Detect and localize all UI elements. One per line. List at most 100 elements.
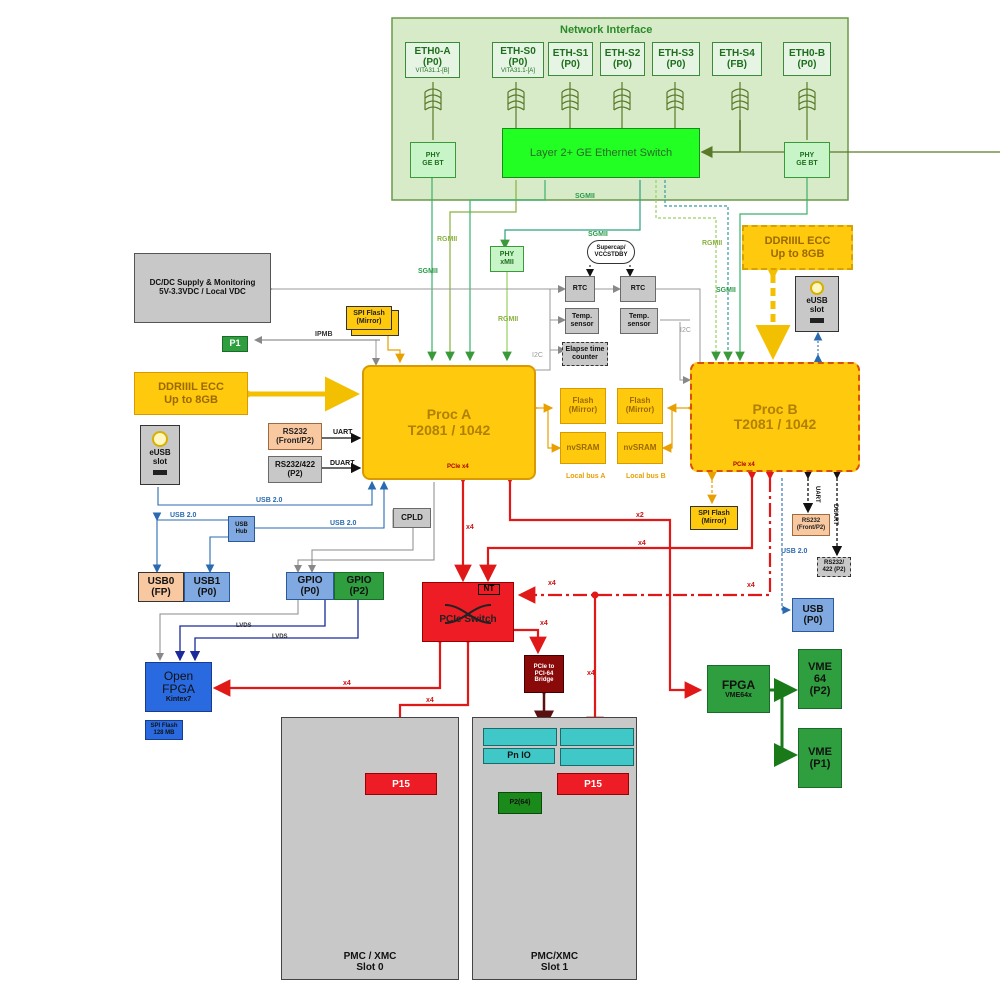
flash-label: (Mirror)	[356, 318, 382, 325]
usb0-connector: USB0(FP)	[138, 572, 184, 602]
label-sgmii: SGMII	[418, 268, 438, 275]
port-standard: VITA31.1-[A]	[501, 67, 535, 74]
hub-label: Hub	[235, 529, 248, 535]
rtc-b: RTC	[620, 276, 656, 302]
phy-type: GE BT	[422, 160, 444, 167]
flash-label: 128 MB	[153, 730, 175, 736]
temp-label: sensor	[570, 321, 594, 328]
vme-label: 64	[813, 672, 827, 685]
vme-label: (P2)	[809, 685, 831, 698]
switch-cross-icon	[444, 604, 492, 624]
gpio-label: (P0)	[300, 586, 320, 597]
rs232-label: RS232	[282, 426, 308, 436]
local-bus-b-label: Local bus B	[626, 473, 666, 480]
fpga-label: VME64x	[725, 691, 752, 699]
label-usb20: USB 2.0	[781, 548, 808, 555]
label-lvds: LVDS	[272, 634, 288, 640]
nvsram-a: nvSRAM	[560, 432, 606, 464]
label-x4: x4	[426, 697, 434, 704]
vme-label: VME	[808, 660, 832, 673]
cpld-label: CPLD	[401, 512, 423, 522]
port-connector: (P0)	[797, 59, 817, 70]
flash-label: SPI Flash	[698, 510, 730, 518]
ddr-label: Up to 8GB	[770, 247, 825, 260]
port-name: ETH0-B	[788, 48, 826, 59]
p2-64-connector: P2(64)	[498, 792, 542, 814]
pmc-connector	[560, 748, 634, 766]
nvsram-label: nvSRAM	[623, 442, 657, 452]
switch-label: Layer 2+ GE Ethernet Switch	[529, 146, 673, 159]
port-name: ETH-S4	[719, 48, 755, 59]
ddr-label: DDRIIIL ECC	[764, 235, 831, 248]
usb-label: (P0)	[803, 615, 823, 626]
p15-connector-slot1: P15	[557, 773, 629, 795]
port-name: ETH0-A	[414, 45, 451, 57]
rs232-422-a: RS232/422(P2)	[268, 456, 322, 483]
label-sgmii: SGMII	[716, 287, 736, 294]
label-i2c: I2C	[532, 352, 543, 359]
gpio-p2: GPIO(P2)	[334, 572, 384, 600]
label-uart: UART	[333, 429, 353, 436]
label-x4: x4	[548, 580, 556, 587]
phy-xmii: PHY xMII	[490, 246, 524, 272]
vme64-p2-connector: VME 64 (P2)	[798, 649, 842, 709]
port-eth0-a: ETH0-A (P0) VITA31.1-[B]	[405, 42, 460, 78]
phy-label: PHY	[425, 152, 441, 160]
label-sgmii: SGMII	[575, 193, 595, 200]
port-eth-s3: ETH-S3 (P0)	[652, 42, 700, 76]
rs232-label: RS232/422	[274, 459, 316, 469]
ethernet-switch: Layer 2+ GE Ethernet Switch	[502, 128, 700, 178]
label-rgmii: RGMII	[498, 316, 519, 323]
phy-label: PHY	[799, 152, 815, 160]
flash-label: Flash	[629, 396, 651, 406]
slot-label: PMC / XMC	[343, 951, 397, 962]
usb-icon	[152, 431, 168, 447]
rs232-label: RS232	[801, 518, 821, 525]
label-x4: x4	[540, 620, 548, 627]
elapse-label: counter	[572, 354, 598, 361]
label-x4: x4	[747, 582, 755, 589]
gpio-label: GPIO	[346, 575, 372, 586]
vme-p1-connector: VME (P1)	[798, 728, 842, 788]
phy-type: xMII	[500, 259, 514, 266]
rtc-label: RTC	[572, 285, 588, 293]
fpga-label: FPGA	[162, 682, 195, 697]
proc-model: T2081 / 1042	[733, 416, 817, 432]
label-duart: DUART	[330, 460, 355, 467]
fpga-label: Kintex7	[165, 696, 192, 704]
flash-label: (Mirror)	[625, 405, 655, 414]
p1-label: P1	[229, 338, 241, 349]
elapse-label: Elapse time	[565, 346, 605, 354]
rs232-label: (Front/P2)	[796, 525, 826, 531]
temp-label: Temp.	[628, 313, 650, 321]
flash-a: Flash(Mirror)	[560, 388, 606, 424]
slot-label: PMC/XMC	[530, 951, 579, 962]
eusb-label: eUSB	[149, 448, 171, 457]
pmc-connector	[483, 728, 557, 746]
local-bus-a-label: Local bus A	[566, 473, 606, 480]
gpio-p0: GPIO(P0)	[286, 572, 334, 600]
dcdc-supply: DC/DC Supply & Monitoring 5V-3.3VDC / Lo…	[134, 253, 271, 323]
rs232-b: RS232(Front/P2)	[792, 514, 830, 536]
proc-a: Proc A T2081 / 1042	[362, 365, 536, 480]
spi-flash-128mb: SPI Flash 128 MB	[145, 720, 183, 740]
proc-name: Proc A	[426, 406, 472, 423]
eusb-label: eUSB	[806, 296, 828, 305]
usb-p0-connector: USB(P0)	[792, 598, 834, 632]
vme-label: (P1)	[809, 758, 831, 770]
label-rgmii: RGMII	[437, 236, 458, 243]
proc-b-pcie-label: PCIe x4	[733, 462, 755, 468]
port-connector: (P0)	[613, 59, 632, 70]
temp-sensor-b: Temp.sensor	[620, 308, 658, 334]
p15-label: P15	[392, 778, 410, 790]
usb-label: USB0	[147, 576, 175, 587]
flash-label: Flash	[572, 396, 594, 406]
nt-badge: NT	[478, 584, 500, 595]
port-connector: (P0)	[666, 59, 686, 70]
flash-label: (Mirror)	[701, 518, 727, 525]
connector-icon	[810, 317, 824, 323]
proc-a-pcie-label: PCIe x4	[447, 464, 469, 470]
rtc-a: RTC	[565, 276, 595, 302]
